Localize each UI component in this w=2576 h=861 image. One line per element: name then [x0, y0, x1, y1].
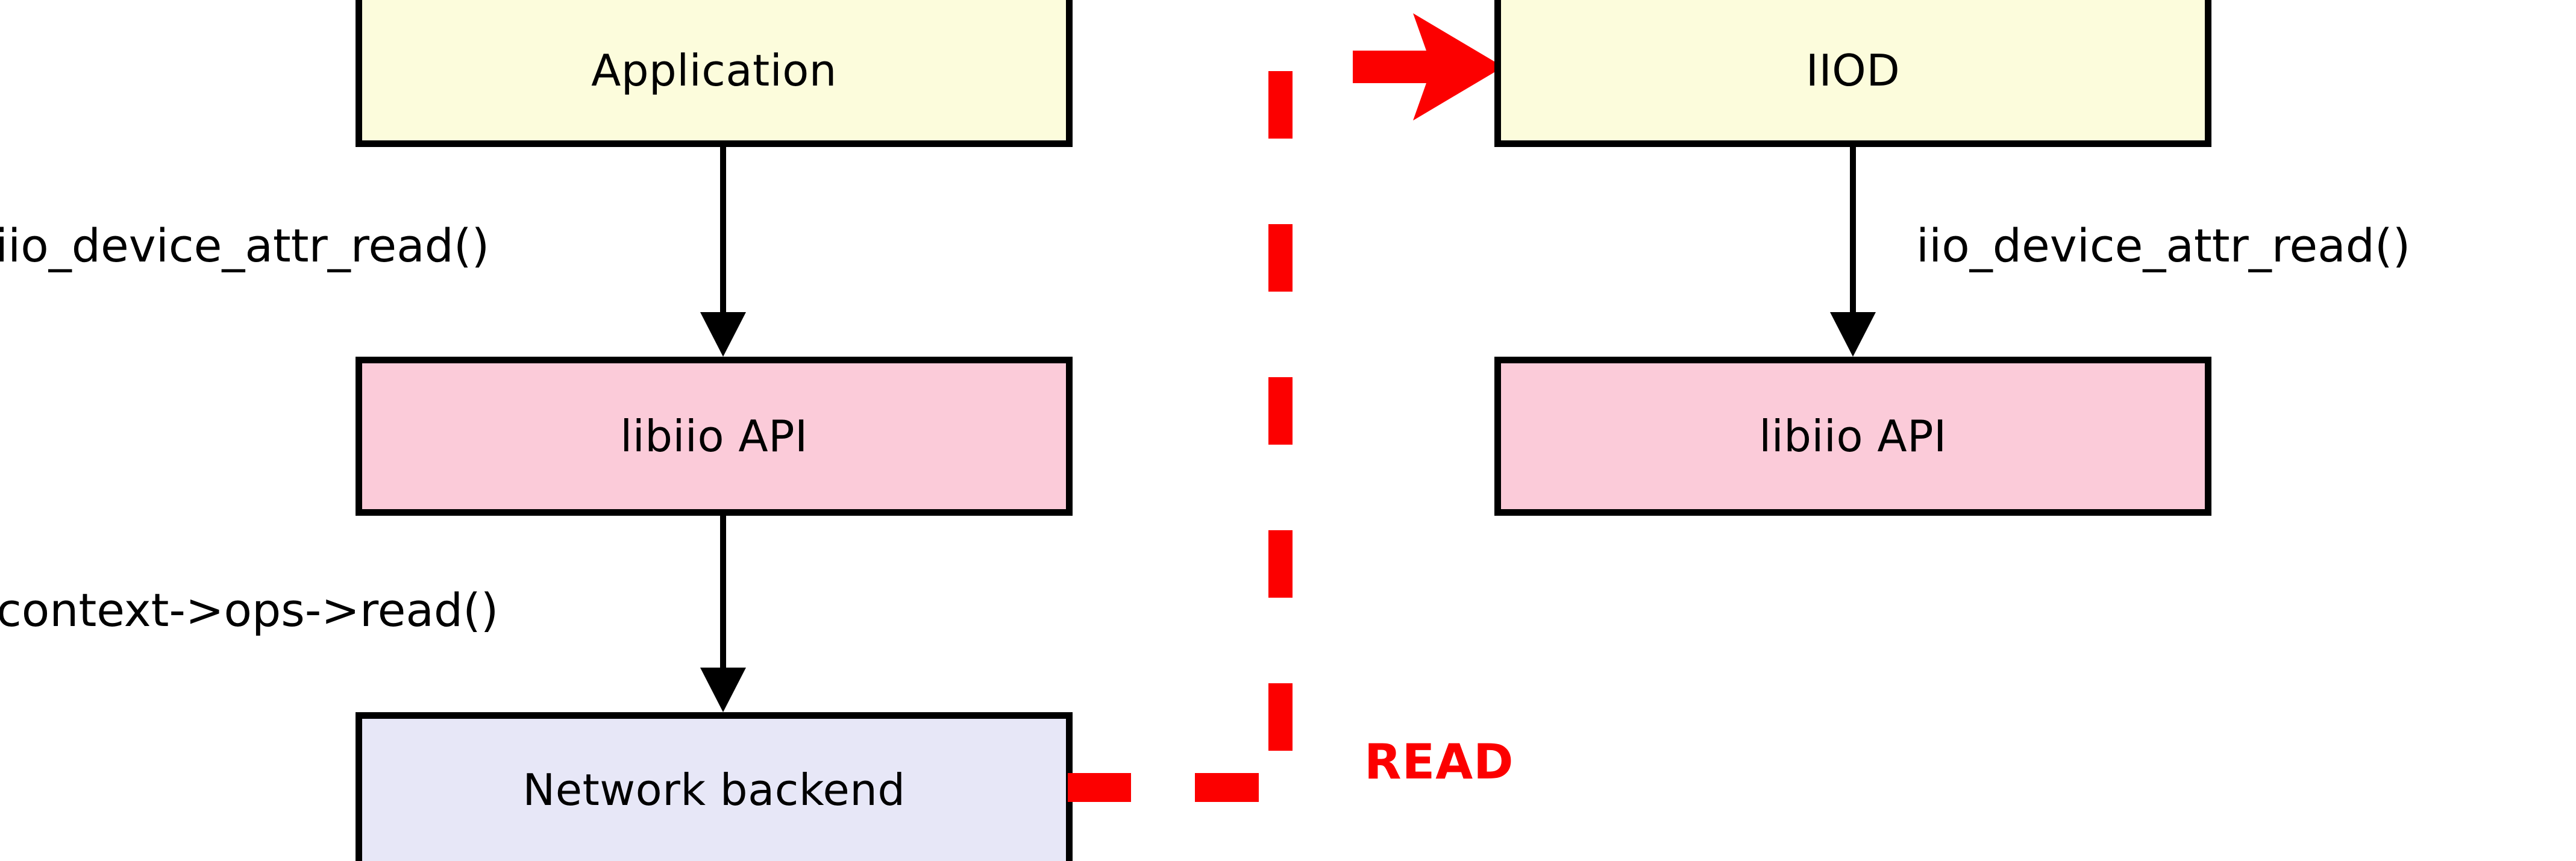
node-libiio-api-client-label: libiio API [620, 411, 808, 462]
connector-app-to-libiio-api [690, 147, 756, 357]
read-transfer-dash [1195, 773, 1259, 802]
arrowhead-down-icon [700, 668, 746, 712]
arrowhead-down-icon [700, 312, 746, 357]
node-application-label: Application [591, 45, 837, 96]
node-iiod-label: IIOD [1805, 45, 1901, 96]
network-boundary-dash [1268, 377, 1293, 445]
network-boundary-dash [1268, 71, 1293, 139]
connector-stem [1850, 147, 1856, 316]
read-transfer-arrow-icon [1353, 13, 1503, 121]
read-transfer-label: READ [1364, 734, 1514, 790]
node-network-backend-label: Network backend [522, 765, 906, 815]
connector-stem [720, 516, 726, 671]
network-boundary-dash [1268, 530, 1293, 598]
edge-label-app-to-api: iio_device_attr_read() [0, 219, 490, 272]
node-libiio-api-server-label: libiio API [1759, 411, 1947, 462]
node-application: Application [356, 0, 1073, 147]
edge-label-iiod-to-api: iio_device_attr_read() [1916, 219, 2411, 272]
node-libiio-api-client: libiio API [356, 357, 1073, 516]
node-network-backend: Network backend [356, 712, 1073, 861]
connector-libiio-api-to-network-backend [690, 516, 756, 712]
network-boundary-dash [1268, 224, 1293, 292]
arrowhead-down-icon [1830, 312, 1876, 357]
edge-label-api-to-backend: context->ops->read() [0, 583, 499, 637]
node-libiio-api-server: libiio API [1494, 357, 2211, 516]
read-transfer-dash [1068, 773, 1131, 802]
connector-iiod-to-libiio-api [1820, 147, 1886, 357]
network-boundary-dash [1268, 683, 1293, 751]
node-iiod: IIOD [1494, 0, 2211, 147]
connector-stem [720, 147, 726, 316]
